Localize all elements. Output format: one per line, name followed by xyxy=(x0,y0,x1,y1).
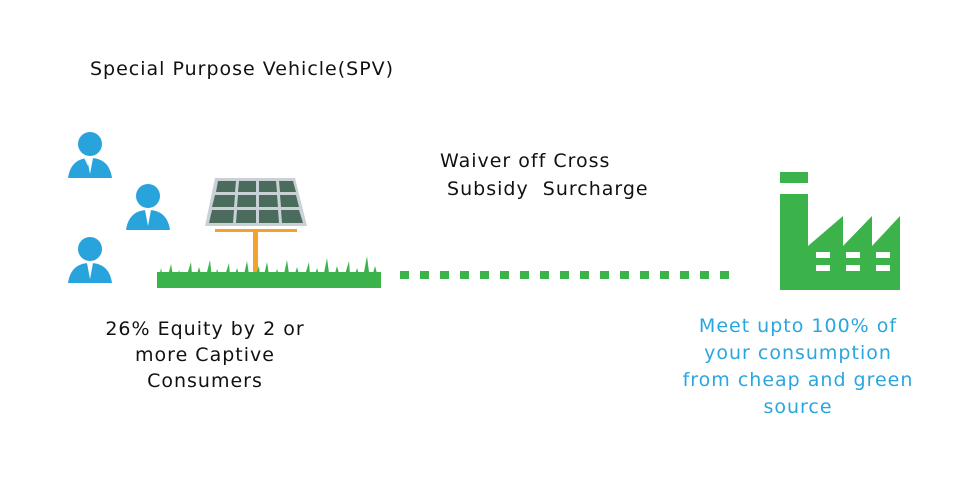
consumers-group xyxy=(68,132,170,283)
user-icon xyxy=(68,237,112,283)
factory-icon xyxy=(780,172,900,290)
solar-panel-icon xyxy=(157,178,381,288)
dotted-connector xyxy=(400,271,760,280)
meet-line-4: source xyxy=(763,396,833,418)
user-icon xyxy=(126,184,170,230)
meet-line-1: Meet upto 100% of xyxy=(698,315,898,337)
meet-line-2: your consumption xyxy=(704,342,892,364)
waiver-label: Waiver off Cross Subsidy Surcharge xyxy=(440,147,649,203)
waiver-line-1: Waiver off Cross xyxy=(440,150,611,172)
equity-line-2: more Captive xyxy=(135,344,275,366)
waiver-line-2: Subsidy Surcharge xyxy=(440,178,649,200)
user-icon xyxy=(68,132,112,178)
equity-label: 26% Equity by 2 or more Captive Consumer… xyxy=(60,316,350,394)
equity-line-3: Consumers xyxy=(147,370,263,392)
meet-line-3: from cheap and green xyxy=(682,369,914,391)
grass-icon xyxy=(157,256,381,288)
spv-title: Special Purpose Vehicle(SPV) xyxy=(90,58,395,80)
consumption-label: Meet upto 100% of your consumption from … xyxy=(648,313,948,421)
equity-line-1: 26% Equity by 2 or xyxy=(105,318,305,340)
